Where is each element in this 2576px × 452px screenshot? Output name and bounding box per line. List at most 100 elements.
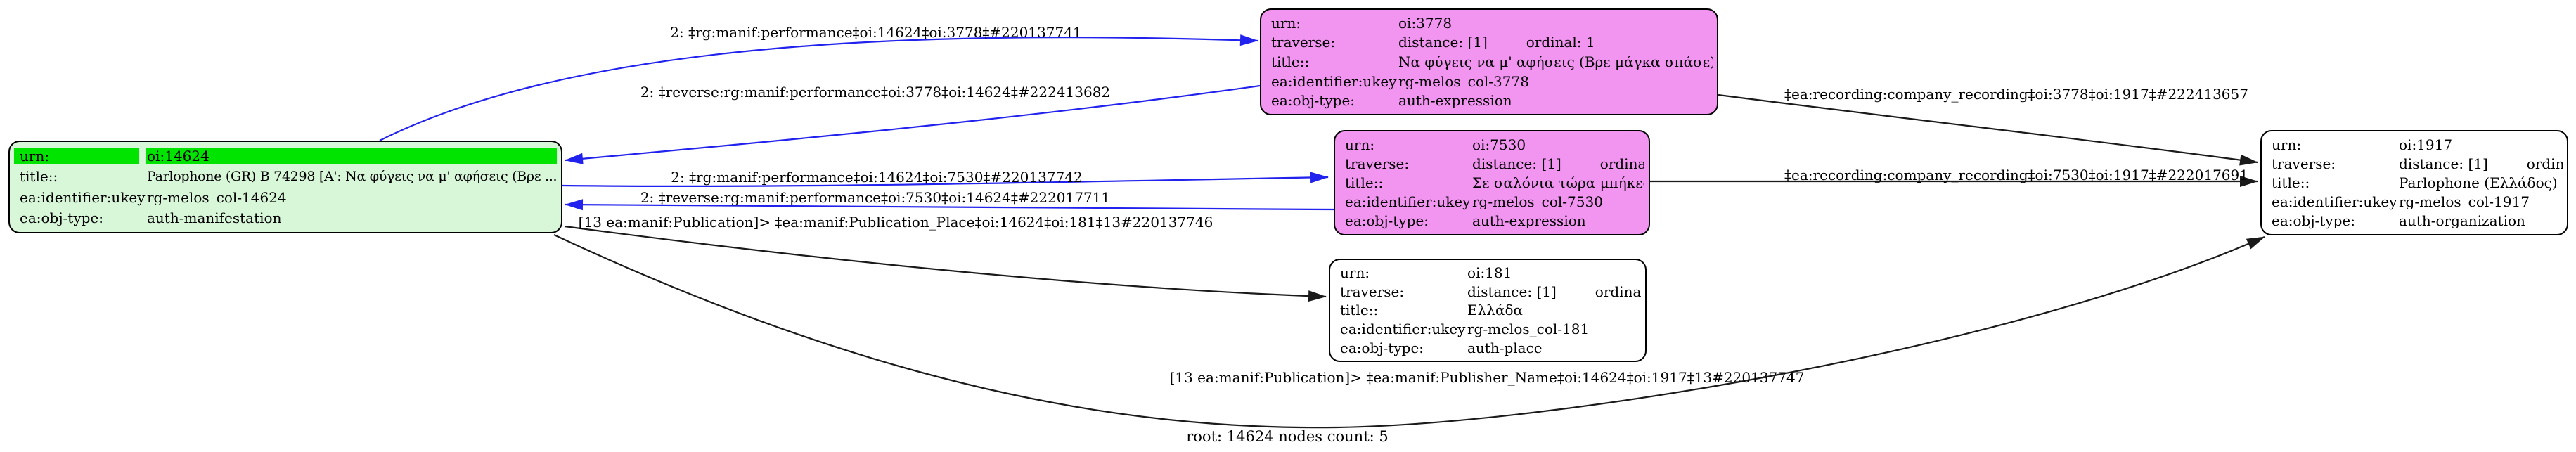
node-oi-14624[interactable]: urn: oi:14624 title:: Parlophone (GR) B … — [8, 141, 562, 233]
node-row-urn: urn: oi:181 — [1334, 264, 1641, 283]
edge-label-publisher-name: [13 ea:manif:Publication]> ‡ea:manif:Pub… — [1169, 369, 1805, 386]
node-row-urn: urn: oi:14624 — [14, 146, 557, 167]
row-value: rg-melos_col-1917 — [2399, 194, 2530, 210]
row-label: title:: — [20, 168, 58, 186]
row-label: urn: — [1345, 136, 1375, 153]
row-value: auth-manifestation — [147, 210, 282, 226]
row-label: ea:obj-type: — [20, 209, 104, 227]
row-label: traverse: — [1345, 155, 1410, 172]
row-value: rg-melos_col-3778 — [1398, 73, 1529, 89]
node-row-title: title:: Σε σαλόνια τώρα μπήκες — [1339, 173, 1644, 192]
node-row-objtype: ea:obj-type: auth-manifestation — [14, 208, 557, 229]
row-value: oi:1917 — [2399, 136, 2453, 153]
edge-label-reverse-performance-7530: 2: ‡reverse:rg:manif:performance‡oi:7530… — [640, 189, 1111, 206]
row-label: ea:identifier:ukey — [1345, 193, 1471, 211]
traverse-distance: distance: [1] — [1398, 34, 1488, 51]
graph-root-label: root: 14624 nodes count: 5 — [1186, 428, 1389, 445]
node-row-ukey: ea:identifier:ukey rg-melos_col-3778 — [1266, 72, 1713, 91]
row-value: auth-expression — [1472, 213, 1586, 229]
node-oi-1917[interactable]: urn: oi:1917 traverse: distance: [1] ordi… — [2260, 130, 2568, 235]
node-row-urn: urn: oi:7530 — [1339, 135, 1644, 154]
row-value: Να φύγεις να μ' αφήσεις (Βρε μάγκα σπάσε… — [1398, 53, 1713, 70]
node-oi-181[interactable]: urn: oi:181 traverse: distance: [1] ordin… — [1329, 259, 1647, 362]
row-value: distance: [1] ordinal: 1 — [1397, 34, 1713, 50]
row-label: ea:obj-type: — [2272, 212, 2356, 230]
row-label: urn: — [2272, 136, 2302, 153]
row-label: urn: — [1340, 264, 1370, 282]
row-value: oi:14624 — [146, 148, 557, 164]
row-value: Σε σαλόνια τώρα μπήκες — [1472, 175, 1644, 191]
row-value: rg-melos_col-14624 — [147, 189, 287, 205]
node-oi-7530[interactable]: urn: oi:7530 traverse: distance: [1] ordi… — [1334, 130, 1650, 235]
edge-publication-place-14624-181 — [564, 225, 1327, 302]
row-label: traverse: — [1340, 283, 1405, 300]
row-value: oi:7530 — [1472, 136, 1526, 153]
node-row-urn: urn: oi:1917 — [2266, 135, 2563, 154]
edge-label-publication-place: [13 ea:manif:Publication]> ‡ea:manif:Pub… — [578, 214, 1213, 231]
row-value: Parlophone (GR) B 74298 [A': Να φύγεις ν… — [147, 169, 557, 184]
row-label: urn: — [14, 148, 139, 164]
node-row-ukey: ea:identifier:ukey rg-melos_col-1917 — [2266, 193, 2563, 212]
node-row-objtype: ea:obj-type: auth-expression — [1266, 91, 1713, 110]
node-row-ukey: ea:identifier:ukey rg-melos_col-181 — [1334, 320, 1641, 339]
row-value: auth-organization — [2399, 213, 2525, 229]
row-value: oi:3778 — [1398, 15, 1453, 31]
row-label: ea:obj-type: — [1345, 212, 1429, 230]
traverse-ordinal: ordinal: 1 — [1526, 34, 1595, 51]
traverse-distance: distance: [1] — [2399, 155, 2488, 172]
node-row-traverse: traverse: distance: [1] ordinal: 3 — [2266, 154, 2563, 173]
row-value: auth-expression — [1398, 93, 1512, 109]
row-label: ea:identifier:ukey — [20, 188, 146, 206]
row-label: traverse: — [2272, 155, 2336, 172]
row-label: title:: — [1345, 174, 1384, 191]
edge-performance-14624-7530 — [562, 172, 1329, 188]
node-row-ukey: ea:identifier:ukey rg-melos_col-14624 — [14, 187, 557, 208]
row-value: rg-melos_col-7530 — [1472, 194, 1603, 210]
edge-label-performance-7530: 2: ‡rg:manif:performance‡oi:14624‡oi:753… — [671, 169, 1083, 186]
edge-performance-14624-3778 — [379, 34, 1258, 141]
edge-company-recording-3778-1917 — [1718, 93, 2258, 166]
traverse-ordinal: ordinal: 4 — [1595, 283, 1641, 299]
edge-label-performance-3778: 2: ‡rg:manif:performance‡oi:14624‡oi:377… — [670, 24, 1082, 41]
edge-reverse-performance-3778-14624 — [565, 84, 1261, 164]
node-row-objtype: ea:obj-type: auth-organization — [2266, 212, 2563, 231]
edge-reverse-performance-7530-14624 — [565, 199, 1334, 211]
row-label: ea:identifier:ukey — [2272, 193, 2397, 211]
row-value: auth-place — [1467, 340, 1543, 356]
node-row-title: title:: Ελλάδα — [1334, 301, 1641, 320]
edge-label-reverse-performance-3778: 2: ‡reverse:rg:manif:performance‡oi:3778… — [640, 84, 1111, 101]
edge-publisher-name-14624-1917 — [553, 234, 2265, 429]
row-value: rg-melos_col-181 — [1467, 321, 1590, 337]
traverse-ordinal: ordinal: 2 — [1599, 155, 1644, 172]
row-value: oi:181 — [1467, 265, 1512, 281]
row-label: urn: — [1271, 14, 1301, 32]
row-label: title:: — [1340, 302, 1379, 319]
node-row-traverse: traverse: distance: [1] ordinal: 4 — [1334, 283, 1641, 302]
traverse-distance: distance: [1] — [1472, 155, 1561, 172]
node-row-ukey: ea:identifier:ukey rg-melos_col-7530 — [1339, 193, 1644, 212]
traverse-ordinal: ordinal: 3 — [2526, 155, 2563, 172]
row-label: traverse: — [1271, 34, 1336, 51]
node-row-objtype: ea:obj-type: auth-expression — [1339, 212, 1644, 231]
row-value: Ελλάδα — [1467, 302, 1524, 318]
row-value: distance: [1] ordinal: 4 — [1466, 284, 1641, 299]
node-row-title: title:: Να φύγεις να μ' αφήσεις (Βρε μάγ… — [1266, 52, 1713, 72]
row-label: ea:obj-type: — [1340, 339, 1424, 356]
node-oi-3778[interactable]: urn: oi:3778 traverse: distance: [1] ordi… — [1260, 8, 1718, 115]
row-label: ea:identifier:ukey — [1271, 72, 1397, 90]
edge-label-company-recording-7530: ‡ea:recording:company_recording‡oi:7530‡… — [1784, 167, 2248, 183]
traverse-distance: distance: [1] — [1467, 283, 1557, 299]
node-row-title: title:: Parlophone (Ελλάδος) — [2266, 173, 2563, 192]
row-label: title:: — [2272, 174, 2310, 191]
row-label: ea:identifier:ukey — [1340, 321, 1466, 338]
row-label: ea:obj-type: — [1271, 92, 1355, 110]
node-row-traverse: traverse: distance: [1] ordinal: 2 — [1339, 154, 1644, 173]
row-value: distance: [1] ordinal: 3 — [2397, 156, 2563, 172]
node-row-objtype: ea:obj-type: auth-place — [1334, 338, 1641, 357]
node-row-urn: urn: oi:3778 — [1266, 13, 1713, 33]
row-value: distance: [1] ordinal: 2 — [1471, 156, 1644, 172]
row-label: title:: — [1271, 53, 1310, 70]
node-row-title: title:: Parlophone (GR) B 74298 [A': Να … — [14, 167, 557, 188]
edge-label-company-recording-3778: ‡ea:recording:company_recording‡oi:3778‡… — [1784, 86, 2248, 103]
